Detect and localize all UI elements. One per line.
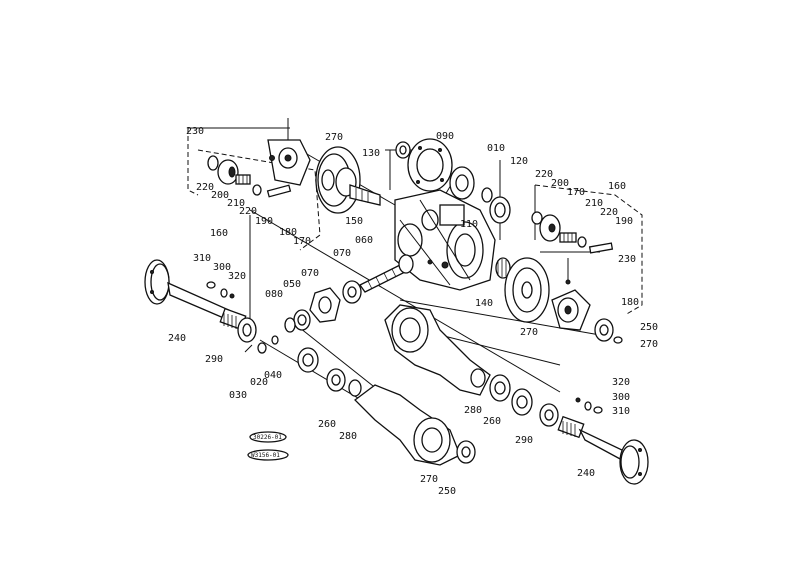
part-label: 050 (283, 279, 301, 290)
part-label: 230 (618, 254, 636, 265)
part-label: 260 (483, 416, 501, 427)
part-label: 320 (228, 271, 246, 282)
part-label: 200 (211, 190, 229, 201)
part-label: 090 (436, 131, 454, 142)
part-label: 320 (612, 377, 630, 388)
left-bearing (237, 317, 257, 343)
part-label: 060 (355, 235, 373, 246)
part-label: 210 (227, 198, 245, 209)
part-label: 270 (520, 327, 538, 338)
part-label: 110 (460, 219, 478, 230)
right-axle-shaft (557, 415, 649, 485)
part-label: 160 (210, 228, 228, 239)
part-label: 300 (213, 262, 231, 273)
part-label: 020 (250, 377, 268, 388)
right-small-parts (575, 397, 603, 414)
part-label: 040 (264, 370, 282, 381)
right-axle-housing (384, 304, 491, 396)
part-label: 200 (551, 178, 569, 189)
left-pinion-bearings (284, 280, 362, 333)
left-gear-assembly (207, 118, 311, 198)
left-washers (244, 335, 279, 354)
part-label: 220 (535, 169, 553, 180)
part-label: 290 (205, 354, 223, 365)
part-label: 240 (577, 468, 595, 479)
part-label: 220 (196, 182, 214, 193)
part-label: 180 (621, 297, 639, 308)
upper-ring-parts (395, 138, 475, 200)
part-label: 260 (318, 419, 336, 430)
pinion-shaft (359, 254, 414, 293)
revision-stamp-label: W3156-01 (251, 452, 280, 459)
part-label: 190 (255, 216, 273, 227)
right-end-bearing (594, 318, 623, 344)
right-gear-assembly (531, 211, 614, 331)
part-label: 190 (615, 216, 633, 227)
left-ring-gear (315, 146, 381, 214)
bevel-gear-140 (495, 257, 511, 279)
part-label: 150 (345, 216, 363, 227)
part-label: 120 (510, 156, 528, 167)
part-label: 080 (265, 289, 283, 300)
left-axle-housing (297, 347, 476, 466)
left-assembly-boundary (187, 127, 321, 251)
right-ring-gear (504, 257, 550, 323)
part-label: 010 (487, 143, 505, 154)
part-label: 280 (464, 405, 482, 416)
part-label: 250 (438, 486, 456, 497)
part-label: 170 (567, 187, 585, 198)
part-label: 270 (325, 132, 343, 143)
left-small-parts (206, 281, 235, 299)
part-label: 210 (585, 198, 603, 209)
part-label: 270 (640, 339, 658, 350)
upper-bearings (481, 187, 511, 224)
part-label: 160 (608, 181, 626, 192)
part-label: 070 (301, 268, 319, 279)
part-label: 170 (293, 236, 311, 247)
part-label: 310 (612, 406, 630, 417)
revision-stamp-label: 30226-01 (253, 434, 282, 441)
part-label: 030 (229, 390, 247, 401)
part-label: 140 (475, 298, 493, 309)
part-label: 130 (362, 148, 380, 159)
differential-housing (394, 189, 496, 291)
part-label: 220 (239, 206, 257, 217)
revision-stamps (247, 431, 289, 461)
part-label: 070 (333, 248, 351, 259)
part-label: 240 (168, 333, 186, 344)
part-label: 300 (612, 392, 630, 403)
part-label: 250 (640, 322, 658, 333)
right-housing-bearings (489, 374, 559, 427)
part-label: 310 (193, 253, 211, 264)
part-label: 220 (600, 207, 618, 218)
part-label: 230 (186, 126, 204, 137)
part-label: 180 (279, 227, 297, 238)
part-label: 270 (420, 474, 438, 485)
part-label: 280 (339, 431, 357, 442)
part-label: 290 (515, 435, 533, 446)
